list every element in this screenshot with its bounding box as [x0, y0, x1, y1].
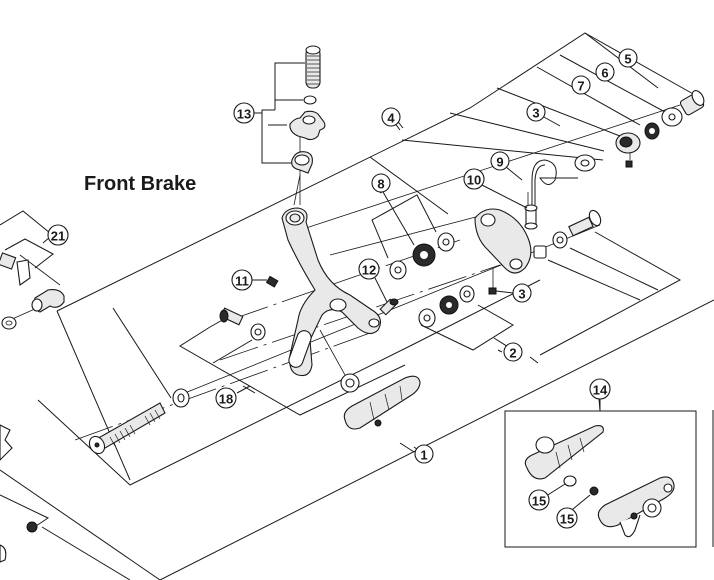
- callout-2: 2: [503, 342, 523, 362]
- callout-13: 13: [233, 102, 255, 124]
- part-pivot-nut: [679, 90, 705, 116]
- part-spring-bushing: [524, 204, 538, 230]
- callout-4: 4: [381, 107, 401, 127]
- part-washers-2: [418, 285, 475, 328]
- part-washers-8: [389, 232, 455, 280]
- bracket-adjuster-13: [261, 62, 305, 164]
- part-cable-adjuster: [289, 45, 326, 174]
- svg-text:5: 5: [624, 52, 631, 67]
- part-right-washer: [552, 231, 568, 249]
- svg-text:2: 2: [509, 346, 516, 361]
- callout-14: 14: [589, 378, 611, 400]
- callout-10: 10: [463, 168, 485, 190]
- svg-text:18: 18: [219, 392, 233, 407]
- svg-text:15: 15: [560, 512, 574, 527]
- callout-8: 8: [371, 173, 391, 193]
- part-brake-shoe: [343, 375, 421, 430]
- svg-text:3: 3: [532, 106, 539, 121]
- svg-text:9: 9: [496, 155, 503, 170]
- bracket-right-bolts: [539, 231, 682, 356]
- part-rear-arm: [474, 208, 532, 274]
- part-brake-shoe-set-1: [524, 425, 604, 487]
- part-right-bushing: [533, 245, 547, 259]
- part-shoe-washer: [340, 373, 360, 393]
- part-set-screw-lower: [488, 287, 497, 295]
- svg-text:11: 11: [235, 274, 249, 289]
- callout-15-upper: 15: [528, 489, 550, 511]
- bracket-lower-left: [0, 494, 131, 580]
- bracket-assembly-4: [56, 32, 696, 481]
- part-brake-shoe-set-2: [589, 476, 675, 538]
- part-right-bolt: [568, 209, 602, 237]
- part-flat-washer: [661, 107, 683, 127]
- part-long-pivot-bolt: [88, 388, 190, 455]
- part-adjusting-nut: [615, 132, 641, 154]
- part-pivot-washer: [574, 154, 596, 172]
- svg-text:3: 3: [518, 287, 525, 302]
- callout-11: 11: [231, 269, 253, 291]
- part-lower-left-fragment: [0, 424, 13, 563]
- part-lower-left-nut: [26, 521, 38, 533]
- part-centering-screw: [265, 275, 279, 288]
- callout-3-lower: 3: [512, 283, 532, 303]
- part-cable-fixing-bolt: [379, 298, 399, 316]
- part-toothed-washer: [644, 122, 660, 140]
- svg-text:12: 12: [362, 263, 376, 278]
- svg-text:21: 21: [51, 229, 65, 244]
- part-caliper-arm: [281, 207, 381, 377]
- part-return-spring: [531, 159, 578, 205]
- part-set-screw-upper: [625, 160, 633, 168]
- callout-1: 1: [414, 444, 434, 464]
- callout-5: 5: [618, 48, 638, 68]
- svg-text:15: 15: [532, 494, 546, 509]
- brake-shoe-set-box: [504, 398, 714, 548]
- part-cable-fixing-unit: [0, 252, 65, 330]
- svg-text:4: 4: [387, 111, 395, 126]
- callout-21: 21: [47, 224, 69, 246]
- callout-15-lower: 15: [556, 507, 578, 529]
- callout-18: 18: [215, 387, 237, 409]
- callout-9: 9: [490, 151, 510, 171]
- diagram-title: Front Brake: [84, 173, 196, 195]
- svg-text:14: 14: [593, 383, 608, 398]
- svg-text:7: 7: [577, 79, 584, 94]
- bracket-assembly-1: [0, 279, 714, 580]
- svg-text:10: 10: [467, 173, 481, 188]
- callout-7: 7: [571, 75, 591, 95]
- callout-6: 6: [595, 62, 615, 82]
- svg-text:13: 13: [237, 107, 251, 122]
- callout-12: 12: [358, 258, 380, 280]
- svg-text:8: 8: [377, 177, 384, 192]
- svg-text:1: 1: [420, 448, 427, 463]
- part-shoe-fixing-bolt: [219, 307, 266, 341]
- callout-3-upper: 3: [526, 102, 546, 122]
- svg-text:6: 6: [601, 66, 608, 81]
